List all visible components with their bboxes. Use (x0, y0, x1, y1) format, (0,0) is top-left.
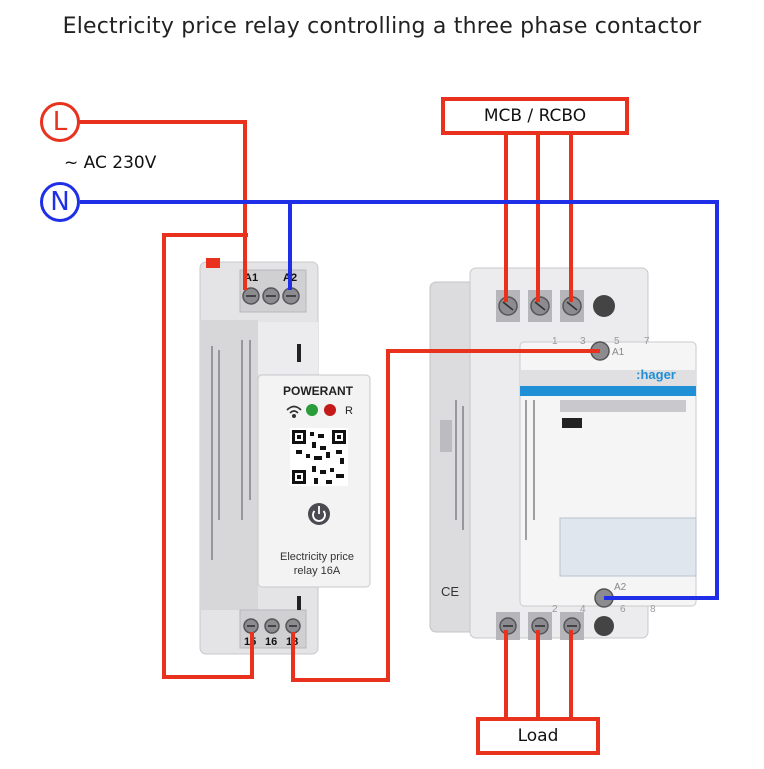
contactor-bottom-number-8: 8 (650, 604, 656, 615)
contactor-top-number-5: 5 (614, 336, 620, 347)
relay-name-line2: relay 16A (294, 565, 341, 577)
svg-text:CE: CE (441, 584, 459, 599)
neutral-terminal-symbol: N (40, 182, 80, 222)
contactor-coil-a2: A2 (614, 582, 627, 593)
relay-bottom-terminal-screws (243, 618, 301, 634)
contactor-top-number-7: 7 (644, 336, 650, 347)
contactor-coil-a1: A1 (612, 347, 625, 358)
relay-led-r-label: R (345, 405, 353, 417)
voltage-label: ~ AC 230V (64, 153, 157, 173)
contactor-bottom-number-2: 2 (552, 604, 558, 615)
contactor-bottom-number-6: 6 (620, 604, 626, 615)
terminal-16-label: 16 (265, 636, 277, 648)
contactor-bottom-number-4: 4 (580, 604, 586, 615)
contactor-top-number-3: 3 (580, 336, 586, 347)
wire-neutral-to-contactor-a2 (80, 200, 719, 600)
wire-18-to-contactor-a1 (291, 349, 600, 682)
relay-brand: POWERANT (283, 384, 354, 398)
terminal-a1-label: A1 (244, 272, 258, 284)
mcb-rcbo-label: MCB / RCBO (483, 106, 587, 126)
live-terminal-symbol: L (40, 102, 80, 142)
contactor-top-screws (498, 296, 582, 316)
wifi-icon (286, 405, 302, 418)
mcb-rcbo-box: MCB / RCBO (441, 97, 629, 135)
neutral-label: N (50, 187, 70, 217)
load-label: Load (517, 726, 559, 746)
relay-top-terminal-screws (242, 287, 300, 305)
diagram-title: Electricity price relay controlling a th… (62, 14, 702, 39)
relay-name-line1: Electricity price (280, 551, 354, 563)
wire-a1-to-15 (162, 233, 254, 679)
qr-code-icon (290, 428, 348, 486)
powerant-relay: POWERANT R Electricity price relay 16A A… (199, 258, 371, 655)
contactor-top-number-1: 1 (552, 336, 558, 347)
hager-contactor: CE :hager A1 A2 1 3 5 7 2 4 6 8 (429, 267, 697, 640)
live-label: L (52, 107, 68, 137)
contactor-brand: :hager (636, 367, 676, 382)
load-box: Load (476, 717, 600, 755)
power-button-icon (308, 503, 330, 525)
